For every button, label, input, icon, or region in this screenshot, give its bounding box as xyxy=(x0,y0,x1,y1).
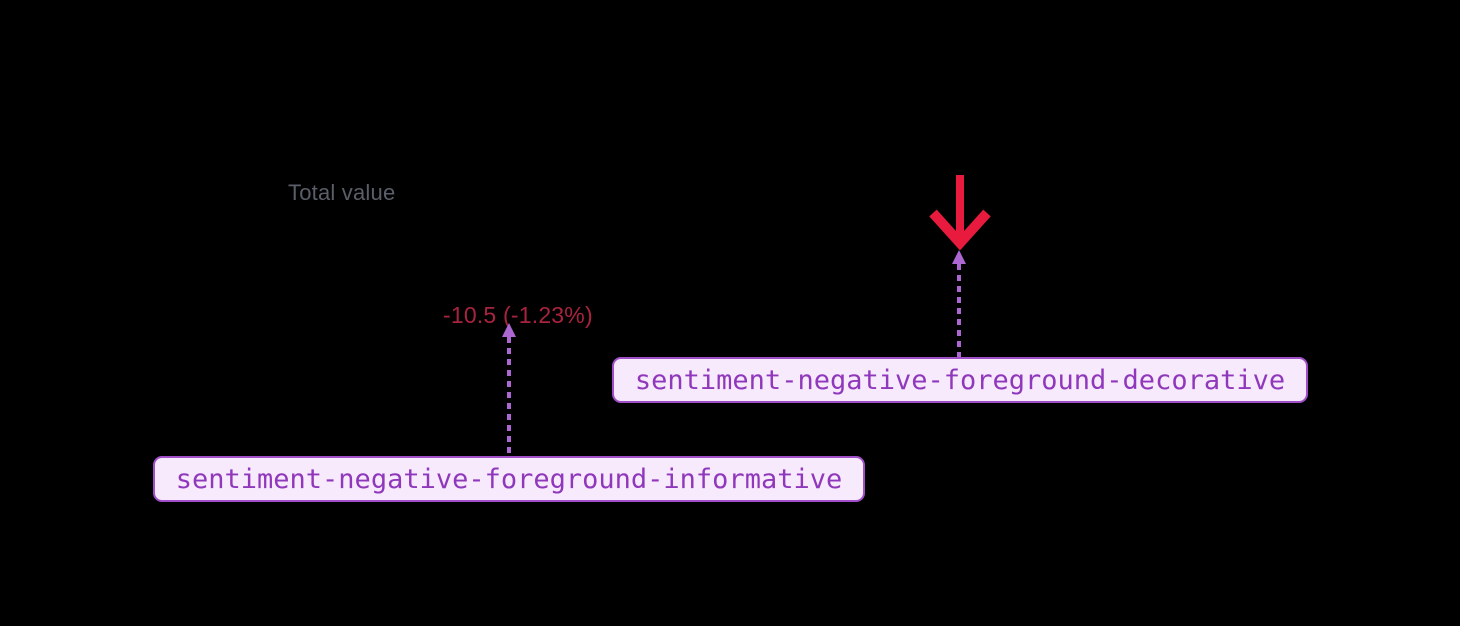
connector-arrow-icon xyxy=(952,250,966,358)
down-arrow-icon xyxy=(929,175,991,250)
token-chip-informative: sentiment-negative-foreground-informativ… xyxy=(153,456,865,502)
negative-value-text: -10.5 (-1.23%) xyxy=(443,302,593,328)
token-chip-label: sentiment-negative-foreground-informativ… xyxy=(175,463,843,495)
total-value-label: Total value xyxy=(288,180,396,205)
token-chip-decorative: sentiment-negative-foreground-decorative xyxy=(612,357,1308,403)
token-chip-label: sentiment-negative-foreground-decorative xyxy=(634,364,1286,396)
connector-arrow-icon xyxy=(502,323,516,457)
